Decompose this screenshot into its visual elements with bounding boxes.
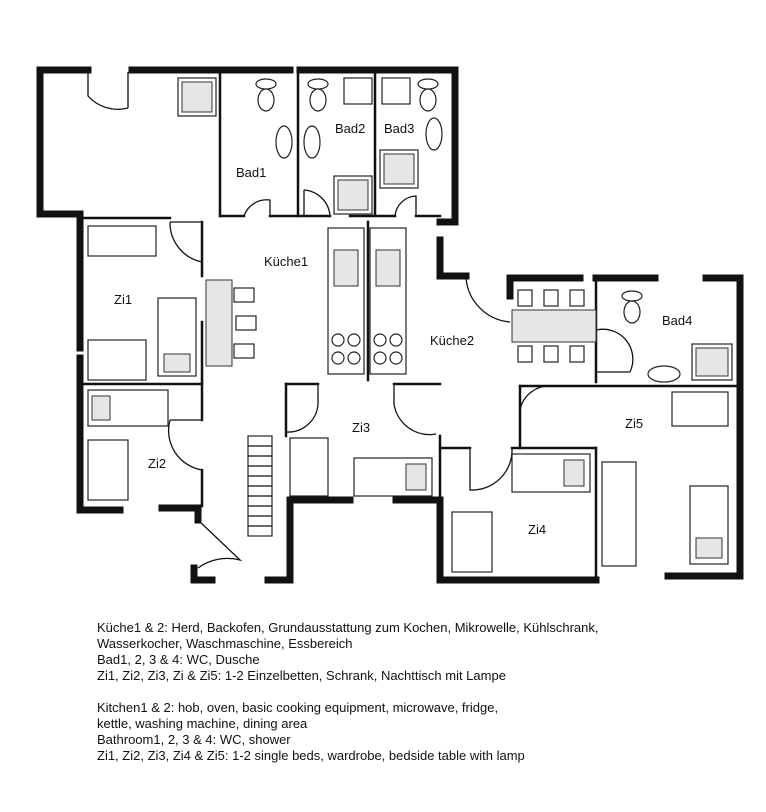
door-zi3-left (285, 384, 319, 433)
toilet-icon (419, 88, 437, 112)
legend-en-line: kettle, washing machine, dining area (97, 716, 308, 731)
sink-icon (333, 249, 359, 287)
chair-icon (517, 345, 533, 363)
door-entrance-bottom (197, 519, 243, 569)
door-bad1 (243, 199, 271, 217)
sofa-icon (601, 461, 637, 567)
bathroom-fixtures (177, 77, 733, 383)
sink-icon (303, 125, 321, 159)
door-bad4 (595, 328, 634, 373)
staircase (247, 435, 273, 537)
cabinet-icon (381, 77, 411, 105)
chair-icon (233, 287, 255, 303)
kitchen-fixtures (205, 227, 597, 375)
floor-plan: Bad1 Bad2 Bad3 Bad4 Küche1 Küche2 Zi1 Zi… (36, 66, 744, 584)
outer-walls (36, 66, 744, 584)
chair-icon (235, 315, 257, 331)
wardrobe-icon (671, 391, 729, 427)
door-bad3 (394, 195, 417, 217)
legend-en-line: Zi1, Zi2, Zi3, Zi4 & Zi5: 1-2 single bed… (97, 748, 525, 763)
sofa-icon (87, 339, 147, 381)
room-label-zi3: Zi3 (352, 420, 370, 435)
sink-icon (425, 117, 443, 151)
door-bad2 (303, 189, 331, 217)
dining-table-icon (511, 309, 597, 343)
legend-de-line: Küche1 & 2: Herd, Backofen, Grundausstat… (97, 620, 599, 635)
chair-icon (517, 289, 533, 307)
sink-icon (647, 365, 681, 383)
chair-icon (543, 345, 559, 363)
door-zi3-right (393, 384, 437, 436)
legend-en-line: Kitchen1 & 2: hob, oven, basic cooking e… (97, 700, 499, 715)
toilet-icon (309, 88, 327, 112)
chair-icon (569, 289, 585, 307)
legend-de-line: Wasserkocher, Waschmaschine, Essbereich (97, 636, 353, 651)
door-kueche2 (465, 277, 511, 323)
wardrobe-icon (87, 225, 157, 257)
sink-icon (375, 249, 401, 287)
room-label-zi4: Zi4 (528, 522, 546, 537)
inner-walls (78, 72, 742, 578)
legend-en-line: Bathroom1, 2, 3 & 4: WC, shower (97, 732, 291, 747)
door-zi5 (519, 385, 553, 411)
toilet-icon (257, 88, 275, 112)
chair-icon (233, 343, 255, 359)
wardrobe-icon (451, 511, 493, 573)
cabinet-icon (343, 77, 373, 105)
legend: Küche1 & 2: Herd, Backofen, Grundausstat… (97, 620, 737, 764)
door-zi1 (169, 221, 203, 263)
hob-icon (331, 333, 345, 347)
bedroom-furniture (87, 225, 729, 573)
sink-icon (275, 125, 293, 159)
room-labels: Bad1 Bad2 Bad3 Bad4 Küche1 Küche2 Zi1 Zi… (114, 121, 692, 537)
room-label-bad3: Bad3 (384, 121, 414, 136)
legend-de-line: Bad1, 2, 3 & 4: WC, Dusche (97, 652, 260, 667)
room-label-bad2: Bad2 (335, 121, 365, 136)
chair-icon (569, 345, 585, 363)
door-zi2 (167, 419, 203, 471)
wardrobe-icon (289, 437, 329, 497)
room-label-kueche1: Küche1 (264, 254, 308, 269)
room-label-bad1: Bad1 (236, 165, 266, 180)
room-label-zi2: Zi2 (148, 456, 166, 471)
door-zi4 (469, 447, 513, 491)
dining-table-icon (205, 279, 233, 367)
hob-icon (373, 333, 387, 347)
door-entrance-top (87, 72, 129, 110)
room-label-kueche2: Küche2 (430, 333, 474, 348)
toilet-icon (623, 300, 641, 324)
legend-de-line: Zi1, Zi2, Zi3, Zi & Zi5: 1-2 Einzelbette… (97, 668, 506, 683)
room-label-bad4: Bad4 (662, 313, 692, 328)
doors (87, 72, 634, 569)
chair-icon (543, 289, 559, 307)
wardrobe-icon (87, 439, 129, 501)
legend-spacer (97, 684, 737, 700)
room-label-zi1: Zi1 (114, 292, 132, 307)
room-label-zi5: Zi5 (625, 416, 643, 431)
